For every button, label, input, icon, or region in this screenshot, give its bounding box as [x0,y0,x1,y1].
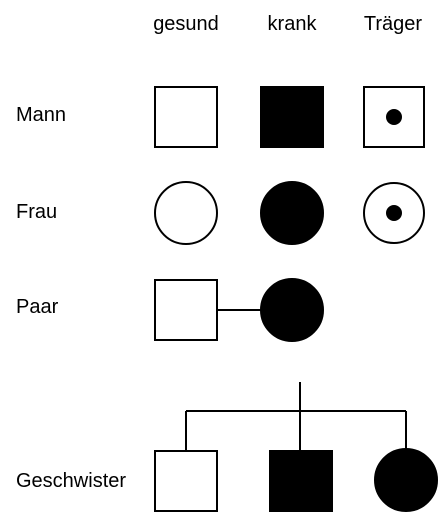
female-healthy-circle [154,181,218,245]
column-header-healthy: gesund [153,13,219,35]
male-healthy-square [154,86,218,148]
couple-male-square [154,279,218,341]
female-sick-circle [260,181,324,245]
sibling-male-healthy-square [154,450,218,512]
row-label-siblings: Geschwister [16,470,126,492]
column-header-sick: krank [268,13,318,35]
female-carrier-dot [386,205,402,221]
sibling-female-sick-circle [374,448,438,512]
row-label-couple: Paar [16,296,59,318]
male-sick-square [260,86,324,148]
sibling-male-sick-square [269,450,333,512]
couple-female-circle [260,278,324,342]
row-label-man: Mann [16,104,66,126]
male-carrier-dot [386,109,402,125]
column-header-carrier: Träger [364,13,423,35]
row-label-woman: Frau [16,201,57,223]
